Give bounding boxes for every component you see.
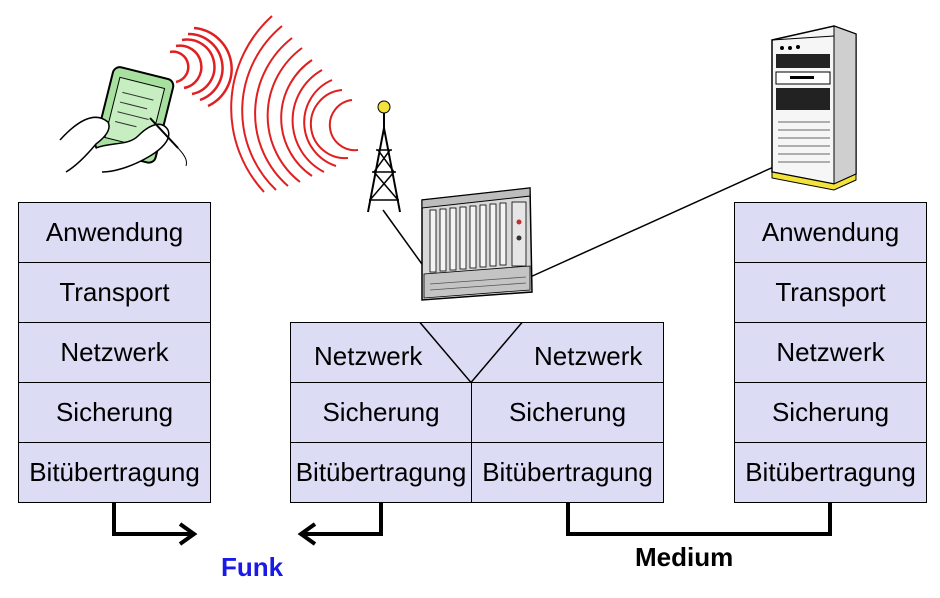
- tablet-hand-icon: [59, 26, 233, 173]
- middle-datalink-left: Sicherung: [290, 382, 472, 443]
- right-layer-datalink: Sicherung: [734, 382, 927, 443]
- right-layer-transport: Transport: [734, 262, 927, 323]
- rack-server-icon: [421, 187, 533, 301]
- radio-link-middle: [297, 502, 383, 546]
- radio-antenna-icon: [230, 15, 401, 213]
- middle-network-left-label: Netzwerk: [314, 341, 423, 371]
- left-layer-transport: Transport: [18, 262, 211, 323]
- rack-pc-link: [527, 164, 779, 279]
- left-layer-network: Netzwerk: [18, 322, 211, 383]
- network-split-shape: [290, 322, 664, 383]
- middle-network-layer: Netzwerk Netzwerk: [290, 322, 664, 383]
- radio-link-left: [112, 502, 198, 546]
- middle-network-right-label: Netzwerk: [534, 341, 643, 371]
- right-layer-physical: Bitübertragung: [734, 442, 927, 503]
- right-layer-network: Netzwerk: [734, 322, 927, 383]
- left-layer-datalink: Sicherung: [18, 382, 211, 443]
- middle-physical-right: Bitübertragung: [471, 442, 664, 503]
- tower-pc-icon: [771, 25, 857, 191]
- right-layer-application: Anwendung: [734, 202, 927, 263]
- left-layer-physical: Bitübertragung: [18, 442, 211, 503]
- left-layer-application: Anwendung: [18, 202, 211, 263]
- middle-physical-left: Bitübertragung: [290, 442, 472, 503]
- middle-datalink-right: Sicherung: [471, 382, 664, 443]
- medium-label: Medium: [635, 542, 734, 572]
- medium-link: [566, 502, 832, 536]
- funk-label: Funk: [221, 552, 284, 582]
